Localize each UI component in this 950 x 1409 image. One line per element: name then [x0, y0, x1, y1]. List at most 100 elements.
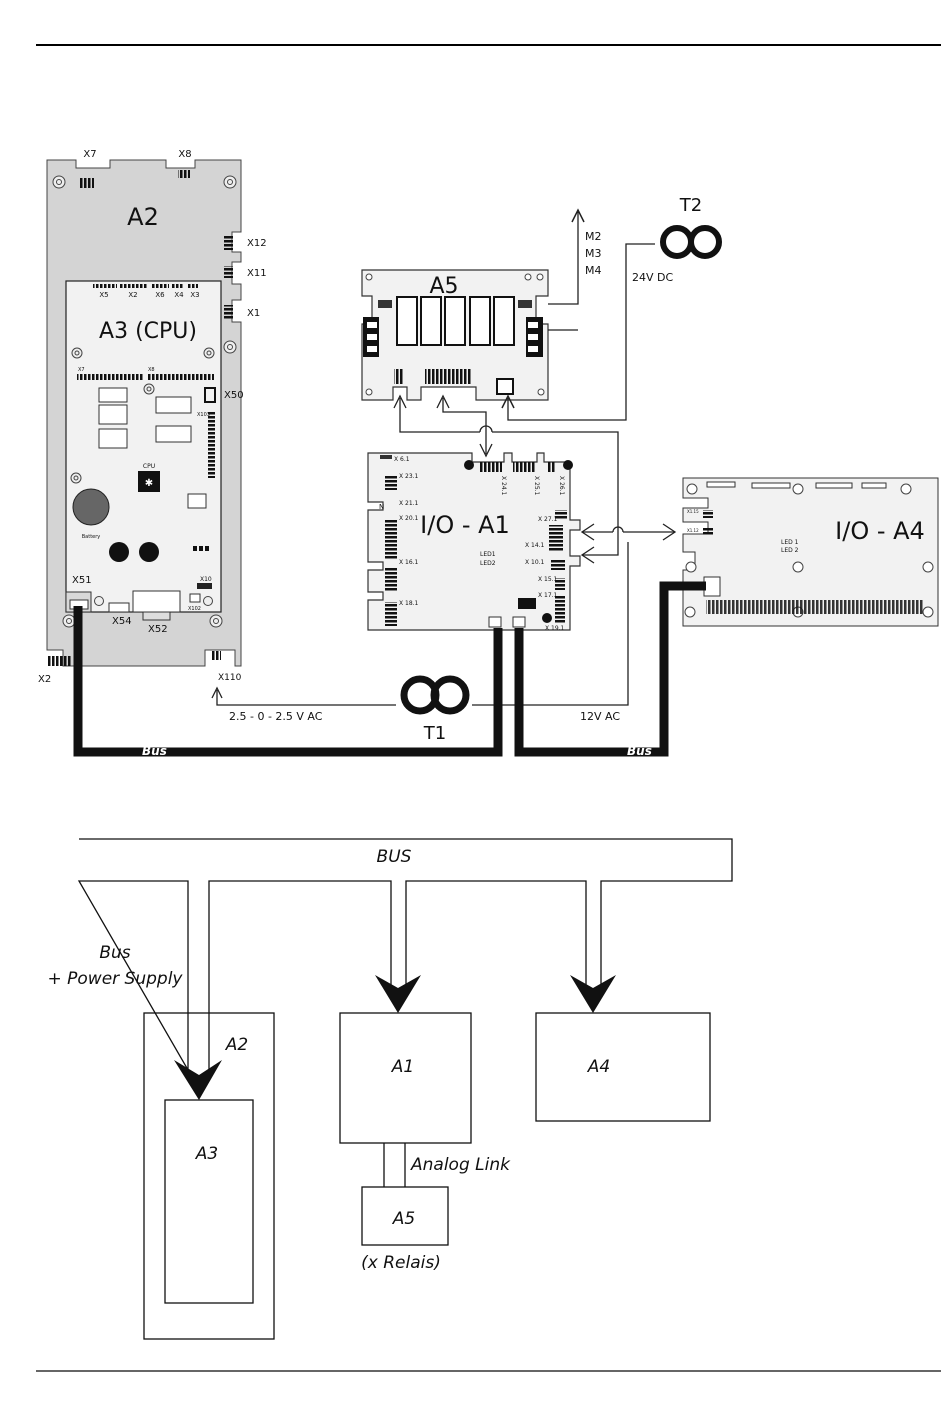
a5-title: A5 [429, 274, 458, 299]
label-x12: X12 [247, 238, 267, 249]
label-x5: X5 [99, 291, 108, 299]
mount-holes [52, 175, 237, 628]
block-a3 [164, 1099, 254, 1304]
label-a3-x2: X2 [128, 291, 137, 299]
transformer-t2: T2 24V DC [501, 195, 722, 421]
label-x25-1: X 25.1 [533, 476, 540, 496]
label-x52: X52 [148, 624, 168, 635]
label-x10: X10 [200, 576, 212, 583]
label-x23-1: X 23.1 [399, 473, 419, 480]
label-analog-link: Analog Link [410, 1155, 511, 1175]
label-led2: LED2 [480, 560, 496, 567]
label-bus-power-2: + Power Supply [48, 969, 184, 989]
label-x51: X51 [72, 575, 92, 586]
block-a2 [143, 1012, 275, 1340]
connector-x7 [80, 178, 94, 188]
label-bus: BUS [377, 847, 412, 867]
label-bus-left: Bus [142, 744, 167, 758]
label-block-a1: A1 [391, 1057, 414, 1077]
label-x19-1: X 19.1 [545, 625, 565, 632]
label-x103: X103 [197, 412, 210, 418]
label-a4-led2: LED 2 [781, 547, 799, 554]
label-x4: X4 [174, 291, 184, 299]
label-bus-power-1: Bus [99, 943, 130, 963]
label-relais: (x Relais) [361, 1253, 441, 1273]
label-x24-1: X 24.1 [500, 476, 507, 496]
label-a4-led1: LED 1 [781, 539, 799, 546]
block-diagram [77, 838, 733, 1340]
label-x6-1: X 6.1 [394, 456, 410, 463]
bus-cables [73, 581, 706, 757]
label-m2: M2 [585, 230, 602, 243]
board-io-a1: I/O - A1 X 6.1 X 23.1 X 21.1 N X 20.1 X … [367, 452, 581, 632]
connector-x110 [211, 651, 221, 660]
transformer-t2-icon [660, 225, 694, 259]
label-t1: T1 [423, 723, 446, 744]
a5-a1-links [393, 394, 619, 542]
connector-x2 [47, 656, 71, 666]
a1-a4-links [580, 523, 677, 564]
label-block-a3: A3 [195, 1144, 218, 1164]
label-x21-1: X 21.1 [399, 500, 419, 507]
label-m4: M4 [585, 264, 602, 277]
label-x15-1: X 15.1 [538, 576, 558, 583]
arrow-a4 [570, 975, 616, 1013]
cpu-chip [138, 471, 160, 492]
label-x6: X6 [155, 291, 165, 299]
label-x2: X2 [38, 674, 51, 685]
bus-bar [77, 838, 733, 1073]
label-x11: X11 [247, 268, 267, 279]
connector-x11 [224, 266, 233, 278]
connector-x8 [178, 170, 190, 178]
label-x7: X7 [83, 149, 96, 160]
label-voltage-left: 2.5 - 0 - 2.5 V AC [229, 710, 323, 723]
a1-title: I/O - A1 [420, 511, 510, 539]
label-m3: M3 [585, 247, 602, 260]
label-a4-x115: X1.15 [687, 509, 699, 514]
connector-x12 [224, 236, 233, 250]
label-x102: X102 [188, 606, 201, 612]
arrow-a3 [174, 1060, 222, 1100]
arrow-a1 [375, 975, 421, 1013]
label-x17-1: X 17.1 [538, 592, 558, 599]
label-x27-1: X 27.1 [538, 516, 558, 523]
board-io-a4: X1.15 X1.12 I/O - A4 LED 1 LED 2 [682, 477, 939, 627]
a4-title: I/O - A4 [835, 517, 925, 545]
transformer-t1: T1 2.5 - 0 - 2.5 V AC 12V AC [211, 542, 629, 744]
block-arrows [174, 975, 616, 1100]
label-x54: X54 [112, 616, 132, 627]
label-24v-dc: 24V DC [632, 271, 673, 284]
label-x3: X3 [190, 291, 199, 299]
label-bus-right: Bus [627, 744, 652, 758]
label-x8: X8 [178, 149, 191, 160]
label-x50: X50 [224, 390, 244, 401]
svg-text:✱: ✱ [145, 478, 153, 489]
label-block-a4: A4 [587, 1057, 610, 1077]
label-a3-x7: X7 [78, 367, 85, 373]
label-block-a5: A5 [392, 1209, 415, 1229]
label-a3-x8: X8 [148, 367, 155, 373]
label-x16-1: X 16.1 [399, 559, 419, 566]
label-x18-1: X 18.1 [399, 600, 419, 607]
label-x14-1: X 14.1 [525, 542, 545, 549]
label-x10-1: X 10.1 [525, 559, 545, 566]
label-t2: T2 [679, 195, 702, 216]
label-a4-x112: X1.12 [687, 528, 699, 533]
label-led1: LED1 [480, 551, 496, 558]
board-a5: A5 [361, 269, 549, 401]
connector-x1 [224, 305, 233, 319]
label-block-a2: A2 [225, 1035, 248, 1055]
label-x20-1: X 20.1 [399, 515, 419, 522]
block-a1 [339, 1012, 472, 1144]
battery [72, 488, 110, 526]
label-x1: X1 [247, 308, 260, 319]
label-cpu: CPU [143, 463, 155, 470]
board-a3-cpu: X5 X2 X6 X4 X3 A3 (CPU) X7 X8 X50 X103 C… [65, 280, 244, 635]
label-12v-ac: 12V AC [580, 710, 620, 723]
label-n: N [379, 503, 384, 511]
motor-outputs: M2 M3 M4 [548, 208, 602, 331]
a3-title: A3 (CPU) [99, 319, 197, 344]
label-x110: X110 [218, 673, 242, 683]
a2-title: A2 [127, 203, 159, 231]
